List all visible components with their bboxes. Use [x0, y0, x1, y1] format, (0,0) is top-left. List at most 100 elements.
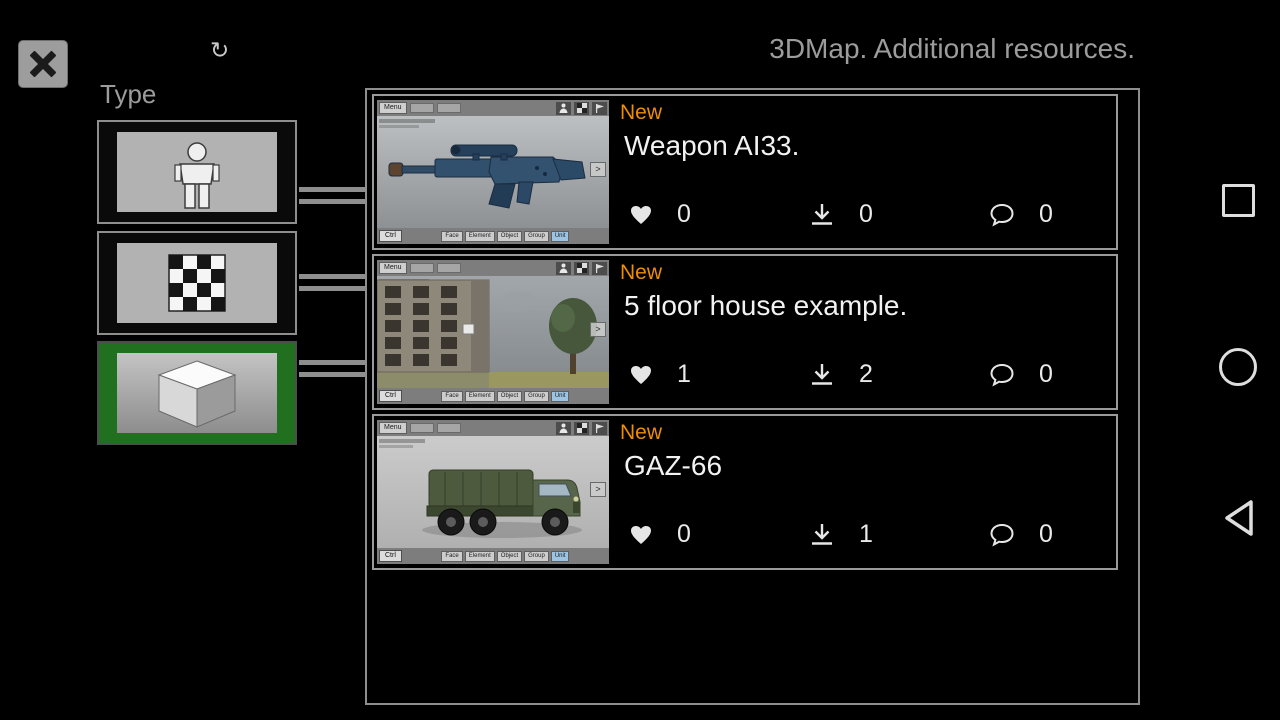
- download-icon: [812, 203, 832, 225]
- thumb-mode-unit: Unit: [550, 230, 570, 242]
- connector-line: [299, 286, 365, 291]
- cube-icon: [117, 353, 277, 433]
- comment-icon: [990, 523, 1014, 547]
- thumb-mode-group: Group: [524, 230, 549, 242]
- resource-card[interactable]: Menu: [372, 414, 1118, 570]
- recents-button[interactable]: [1222, 184, 1255, 217]
- likes-stat[interactable]: 0: [629, 200, 809, 229]
- thumb-person-icon: [556, 421, 571, 435]
- weapon-model-view: [377, 116, 609, 228]
- type-button-texture[interactable]: [97, 231, 297, 335]
- editor-toolbar: Menu: [377, 260, 609, 276]
- toolbar-box: [409, 263, 434, 273]
- thumb-mode-element: Element: [464, 550, 495, 562]
- connector-line: [299, 199, 365, 204]
- download-icon: [812, 523, 832, 545]
- thumb-ctrl-button: Ctrl: [379, 550, 402, 562]
- editor-toolbar: Menu: [377, 420, 609, 436]
- downloads-stat[interactable]: 1: [809, 520, 989, 549]
- thumb-mode-face: Face: [441, 390, 463, 402]
- resource-title: 5 floor house example.: [624, 290, 908, 321]
- thumb-mode-object: Object: [496, 550, 523, 562]
- home-button[interactable]: [1219, 348, 1257, 386]
- thumb-mode-group: Group: [524, 390, 549, 402]
- house-model-view: [377, 276, 609, 388]
- thumb-mode-face: Face: [441, 550, 463, 562]
- truck-model-view: [377, 436, 609, 548]
- comments-stat[interactable]: 0: [989, 360, 1169, 389]
- type-label: Type: [100, 79, 157, 109]
- resource-stats: 0 0 0: [629, 200, 1169, 229]
- thumb-person-icon: [556, 101, 571, 115]
- toolbar-box: [436, 263, 461, 273]
- likes-count: 1: [677, 360, 691, 388]
- connector-line: [299, 274, 365, 279]
- resource-stats: 0 1 0: [629, 520, 1169, 549]
- thumb-checker-icon: [574, 421, 589, 435]
- connector-line: [299, 187, 365, 192]
- thumb-mode-unit: Unit: [550, 390, 570, 402]
- resource-thumbnail[interactable]: Menu: [377, 100, 609, 244]
- page-title: 3DMap. Additional resources.: [769, 33, 1135, 64]
- thumb-mode-object: Object: [496, 230, 523, 242]
- thumb-mode-object: Object: [496, 390, 523, 402]
- comments-count: 0: [1039, 360, 1053, 388]
- comments-stat[interactable]: 0: [989, 200, 1169, 229]
- comment-icon: [990, 363, 1014, 387]
- resource-thumbnail[interactable]: Menu: [377, 420, 609, 564]
- type-button-model[interactable]: [97, 341, 297, 445]
- new-badge: New: [620, 421, 663, 444]
- thumb-mode-face: Face: [441, 230, 463, 242]
- toolbar-box: [409, 103, 434, 113]
- thumb-mode-unit: Unit: [550, 550, 570, 562]
- thumb-expand-arrow: >: [590, 162, 606, 177]
- checkerboard-icon: [117, 243, 277, 323]
- thumb-menu-button: Menu: [379, 422, 407, 434]
- likes-stat[interactable]: 0: [629, 520, 809, 549]
- type-button-character[interactable]: [97, 120, 297, 224]
- resource-thumbnail[interactable]: Menu: [377, 260, 609, 404]
- comments-stat[interactable]: 0: [989, 520, 1169, 549]
- resource-stats: 1 2 0: [629, 360, 1169, 389]
- downloads-stat[interactable]: 0: [809, 200, 989, 229]
- resources-panel: Menu: [365, 88, 1140, 705]
- back-triangle-icon: [1225, 500, 1253, 536]
- download-icon: [812, 363, 832, 385]
- heart-icon: [631, 365, 651, 384]
- toolbar-box: [436, 423, 461, 433]
- comment-icon: [990, 203, 1014, 227]
- thumb-person-icon: [556, 261, 571, 275]
- editor-mode-bar: Ctrl Face Element Object Group Unit: [377, 548, 609, 564]
- toolbar-box: [409, 423, 434, 433]
- thumb-expand-arrow: >: [590, 322, 606, 337]
- thumb-flag-icon: [592, 421, 607, 435]
- thumb-mode-element: Element: [464, 390, 495, 402]
- back-button[interactable]: [1224, 499, 1254, 537]
- downloads-stat[interactable]: 2: [809, 360, 989, 389]
- downloads-count: 2: [859, 360, 873, 388]
- thumb-ctrl-button: Ctrl: [379, 390, 402, 402]
- likes-stat[interactable]: 1: [629, 360, 809, 389]
- refresh-icon[interactable]: ↻: [210, 37, 230, 63]
- editor-mode-bar: Ctrl Face Element Object Group Unit: [377, 388, 609, 404]
- connector-line: [299, 360, 365, 365]
- thumb-flag-icon: [592, 101, 607, 115]
- thumb-checker-icon: [574, 261, 589, 275]
- close-button[interactable]: [18, 40, 68, 88]
- comments-count: 0: [1039, 520, 1053, 548]
- heart-icon: [631, 205, 651, 224]
- thumb-ctrl-button: Ctrl: [379, 230, 402, 242]
- downloads-count: 0: [859, 200, 873, 228]
- thumb-menu-button: Menu: [379, 262, 407, 274]
- thumb-menu-button: Menu: [379, 102, 407, 114]
- new-badge: New: [620, 101, 663, 124]
- toolbar-box: [436, 103, 461, 113]
- resource-card[interactable]: Menu: [372, 254, 1118, 410]
- thumb-flag-icon: [592, 261, 607, 275]
- resource-card[interactable]: Menu: [372, 94, 1118, 250]
- comments-count: 0: [1039, 200, 1053, 228]
- editor-mode-bar: Ctrl Face Element Object Group Unit: [377, 228, 609, 244]
- thumb-mode-element: Element: [464, 230, 495, 242]
- thumb-checker-icon: [574, 101, 589, 115]
